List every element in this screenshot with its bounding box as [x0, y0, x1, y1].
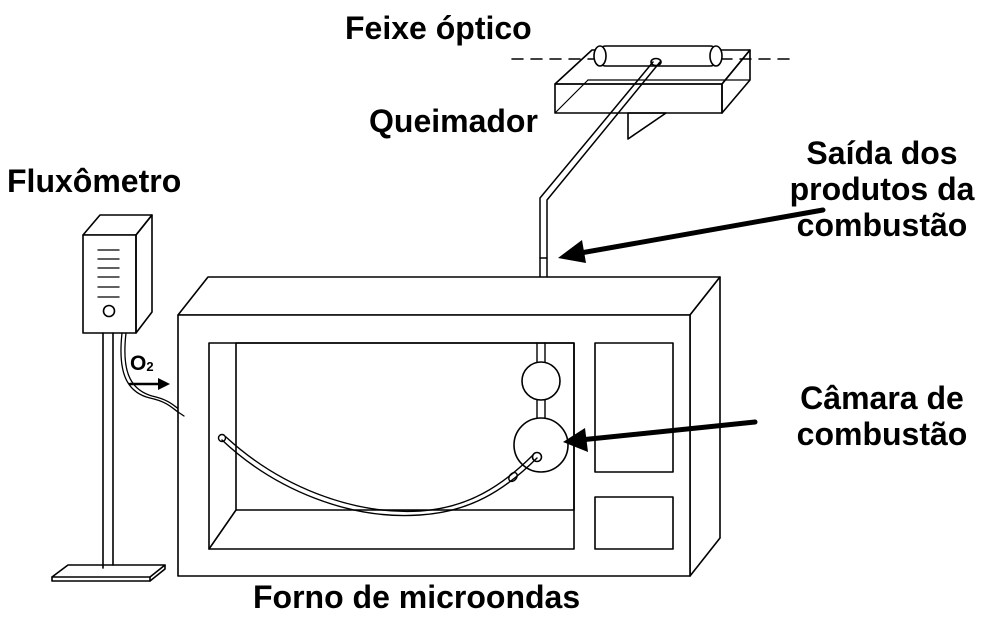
- label-products-exit-line2: produtos da: [789, 170, 975, 207]
- label-combustion-chamber: Câmara de combustão: [762, 380, 1002, 453]
- burner-assembly: [511, 45, 796, 140]
- label-optical-beam: Feixe óptico: [345, 10, 532, 46]
- label-burner: Queimador: [369, 103, 538, 139]
- arrow-combustion-chamber: [563, 419, 758, 452]
- combustion-chamber: [513, 342, 569, 473]
- label-products-exit: Saída dos produtos da combustão: [762, 135, 1002, 243]
- label-chamber-line2: combustão: [796, 415, 968, 452]
- flowmeter-base: [51, 564, 166, 578]
- control-panel-display: [594, 342, 674, 473]
- oxygen-flow-arrow: [128, 378, 170, 390]
- label-chamber-line1: Câmara de: [800, 380, 964, 416]
- label-products-exit-line1: Saída dos: [806, 135, 958, 171]
- label-oxygen-sub: 2: [146, 359, 154, 374]
- exhaust-tube: [539, 61, 661, 296]
- label-oxygen: O2: [130, 352, 154, 376]
- burner-support: [627, 112, 667, 140]
- label-products-exit-line3: combustão: [796, 206, 968, 243]
- label-flowmeter: Fluxômetro: [7, 163, 182, 199]
- oxygen-hose: [120, 332, 181, 413]
- arrow-products-exit: [558, 207, 826, 263]
- sample-hose: [217, 433, 538, 517]
- upper-bulb: [521, 361, 561, 401]
- oven-front: [177, 314, 691, 577]
- chamber-sphere: [513, 417, 569, 473]
- flowmeter-knob: [102, 304, 116, 318]
- label-oxygen-main: O: [130, 352, 147, 375]
- flowmeter: [51, 214, 166, 582]
- oven-top: [177, 276, 721, 316]
- control-panel-keypad: [594, 496, 674, 550]
- label-microwave-oven: Forno de microondas: [253, 579, 581, 615]
- microwave-oven: [177, 276, 721, 577]
